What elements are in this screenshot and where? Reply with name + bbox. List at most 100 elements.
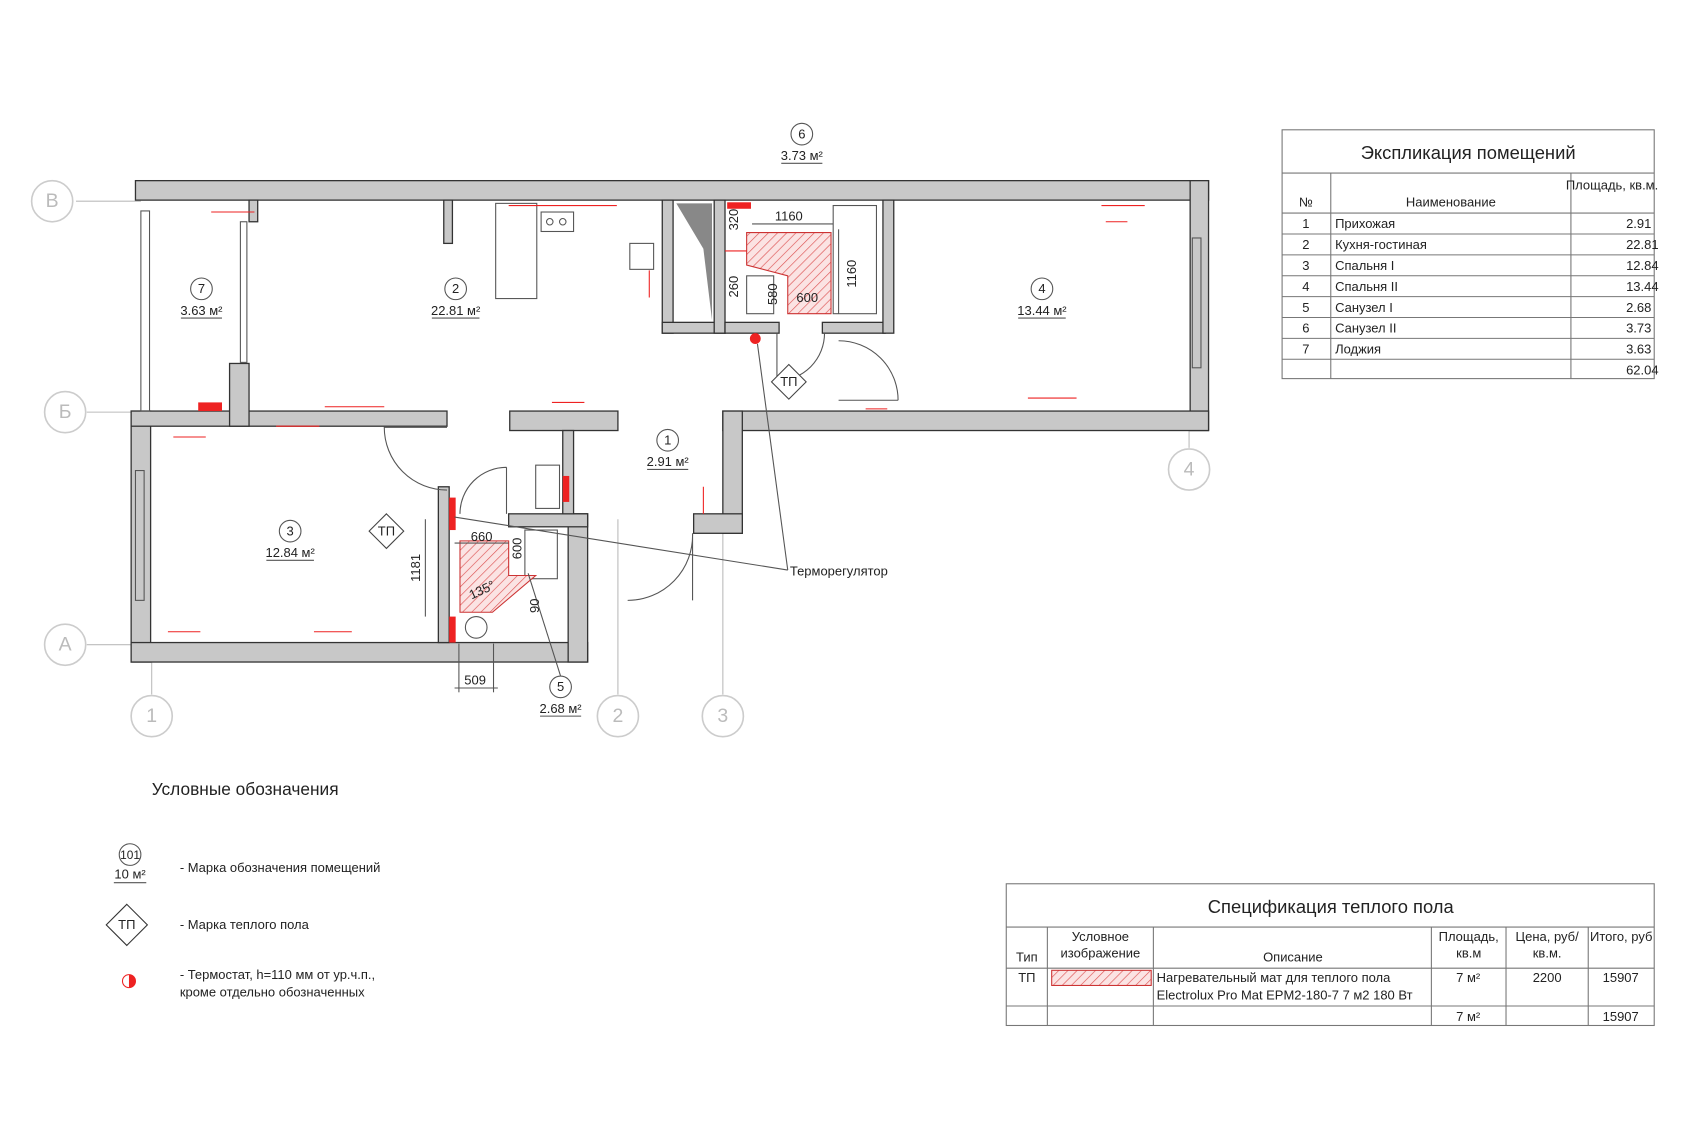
- grid-lines: [75, 200, 1190, 695]
- svg-text:Наименование: Наименование: [1406, 195, 1496, 210]
- door-swings: [383, 333, 899, 601]
- room-tags: 1 2.91 м² 2 22.81 м² 3 12.84 м² 4 13.44 м² 5…: [180, 122, 1067, 717]
- heat-mark-symbol: ТП: [105, 903, 149, 947]
- explication-cell: 1: [1302, 216, 1309, 231]
- svg-text:22.81 м²: 22.81 м²: [431, 303, 481, 318]
- explication-cell: 5: [1302, 300, 1309, 315]
- heating-mat-swatch: [1051, 969, 1152, 986]
- fixtures: [464, 202, 877, 639]
- svg-text:Нагревательный мат для теплого: Нагревательный мат для теплого пола: [1157, 970, 1392, 985]
- legend: Условные обозначения 101 10 м² - Марка об…: [105, 779, 381, 999]
- svg-text:320: 320: [726, 209, 741, 231]
- svg-text:- Термостат, h=110 мм от ур.ч.: - Термостат, h=110 мм от ур.ч.п.,: [180, 967, 375, 982]
- explication-cell: 6: [1302, 321, 1309, 336]
- svg-text:ТП: ТП: [1018, 970, 1035, 985]
- svg-text:3.63 м²: 3.63 м²: [180, 303, 223, 318]
- room-tag-5: 5 2.68 м²: [540, 675, 583, 717]
- svg-text:3.73 м²: 3.73 м²: [781, 148, 824, 163]
- svg-text:1: 1: [664, 433, 671, 448]
- room-tag-4: 4 13.44 м²: [1017, 277, 1067, 319]
- explication-cell: 7: [1302, 342, 1309, 357]
- explication-cell: Лоджия: [1335, 342, 1381, 357]
- explication-cell: Санузел II: [1335, 321, 1396, 336]
- svg-text:Условные обозначения: Условные обозначения: [152, 779, 339, 799]
- svg-text:101: 101: [120, 848, 140, 862]
- svg-text:Площадь, кв.м.: Площадь, кв.м.: [1566, 177, 1658, 192]
- explication-cell: Кухня-гостиная: [1335, 237, 1427, 252]
- axis-marker-4: 4: [1167, 448, 1211, 491]
- walls: [130, 179, 1210, 663]
- svg-text:660: 660: [471, 529, 493, 544]
- svg-text:580: 580: [765, 283, 780, 305]
- svg-text:509: 509: [464, 673, 486, 688]
- svg-text:10 м²: 10 м²: [114, 866, 146, 881]
- axis-marker-2: 2: [596, 694, 640, 738]
- svg-text:2: 2: [452, 281, 459, 296]
- svg-text:4: 4: [1184, 458, 1195, 480]
- explication-cell: 22.81: [1626, 237, 1658, 252]
- svg-text:5: 5: [557, 679, 564, 694]
- thermostat-label: Терморегулятор: [790, 563, 888, 578]
- room-tag-1: 1 2.91 м²: [647, 428, 690, 471]
- explication-cell: 2.91: [1626, 216, 1651, 231]
- svg-text:- Марка теплого пола: - Марка теплого пола: [180, 917, 310, 932]
- svg-text:15907: 15907: [1603, 1009, 1639, 1024]
- explication-cell: Спальня II: [1335, 279, 1398, 294]
- svg-text:ТП: ТП: [118, 917, 135, 932]
- svg-text:№: №: [1299, 195, 1313, 210]
- svg-text:2200: 2200: [1533, 970, 1562, 985]
- svg-text:ТП: ТП: [378, 523, 395, 538]
- svg-text:15907: 15907: [1603, 970, 1639, 985]
- svg-text:3: 3: [717, 705, 728, 727]
- explication-cell: 3: [1302, 258, 1309, 273]
- room-tag-6: 6 3.73 м²: [781, 122, 824, 164]
- explication-cell: 3.63: [1626, 342, 1651, 357]
- floor-heating-mark-2: ТП: [368, 513, 405, 550]
- explication-cell: Санузел I: [1335, 300, 1393, 315]
- axis-marker-b: Б: [43, 390, 87, 434]
- svg-text:ТП: ТП: [780, 374, 797, 389]
- svg-text:1160: 1160: [844, 260, 859, 288]
- svg-text:- Марка обозначения помещений: - Марка обозначения помещений: [180, 860, 381, 875]
- svg-text:Тип: Тип: [1016, 950, 1038, 965]
- svg-text:4: 4: [1038, 281, 1045, 296]
- thermostat-symbol-icon: [121, 974, 137, 989]
- svg-text:7: 7: [198, 281, 205, 296]
- explication-cell: 12.84: [1626, 258, 1658, 273]
- room-tag-2: 2 22.81 м²: [431, 277, 481, 319]
- svg-text:Описание: Описание: [1263, 950, 1323, 965]
- explication-cell: 2: [1302, 237, 1309, 252]
- svg-text:2.68 м²: 2.68 м²: [540, 701, 583, 716]
- svg-text:Спецификация теплого пола: Спецификация теплого пола: [1208, 896, 1455, 917]
- svg-text:1181: 1181: [408, 554, 423, 582]
- room-tag-3: 3 12.84 м²: [266, 519, 316, 561]
- svg-text:7 м²: 7 м²: [1456, 970, 1481, 985]
- thermostat-icon: [749, 333, 761, 344]
- svg-text:2: 2: [613, 705, 624, 727]
- explication-table: Экспликация помещений № Наименование Пло…: [1281, 129, 1659, 380]
- svg-text:6: 6: [798, 126, 805, 141]
- explication-cell: 2.68: [1626, 300, 1651, 315]
- grid-axis-markers: В Б А 1 2 3 4: [30, 179, 1211, 738]
- thermostat-leaders: [454, 343, 789, 571]
- svg-text:260: 260: [726, 276, 741, 298]
- axis-marker-a: А: [43, 623, 87, 667]
- floor-heating-mark-1: ТП: [770, 363, 807, 400]
- svg-text:2.91 м²: 2.91 м²: [647, 454, 690, 469]
- svg-text:600: 600: [510, 538, 525, 560]
- axis-marker-3: 3: [701, 694, 745, 738]
- explication-cell: Спальня I: [1335, 258, 1394, 273]
- svg-text:3: 3: [287, 523, 294, 538]
- svg-text:1: 1: [146, 705, 157, 727]
- svg-text:13.44 м²: 13.44 м²: [1017, 303, 1067, 318]
- room-tag-7: 7 3.63 м²: [180, 277, 223, 319]
- svg-text:Electrolux Pro Mat EPM2-180-7: Electrolux Pro Mat EPM2-180-7 7 м2 180 В…: [1157, 988, 1413, 1003]
- explication-cell: 4: [1302, 279, 1309, 294]
- svg-text:12.84 м²: 12.84 м²: [266, 545, 316, 560]
- heating-mats: [459, 232, 832, 613]
- electrical-sockets: [167, 202, 1145, 643]
- axis-marker-v: В: [30, 179, 74, 223]
- svg-text:1160: 1160: [775, 209, 803, 224]
- svg-text:600: 600: [796, 290, 818, 305]
